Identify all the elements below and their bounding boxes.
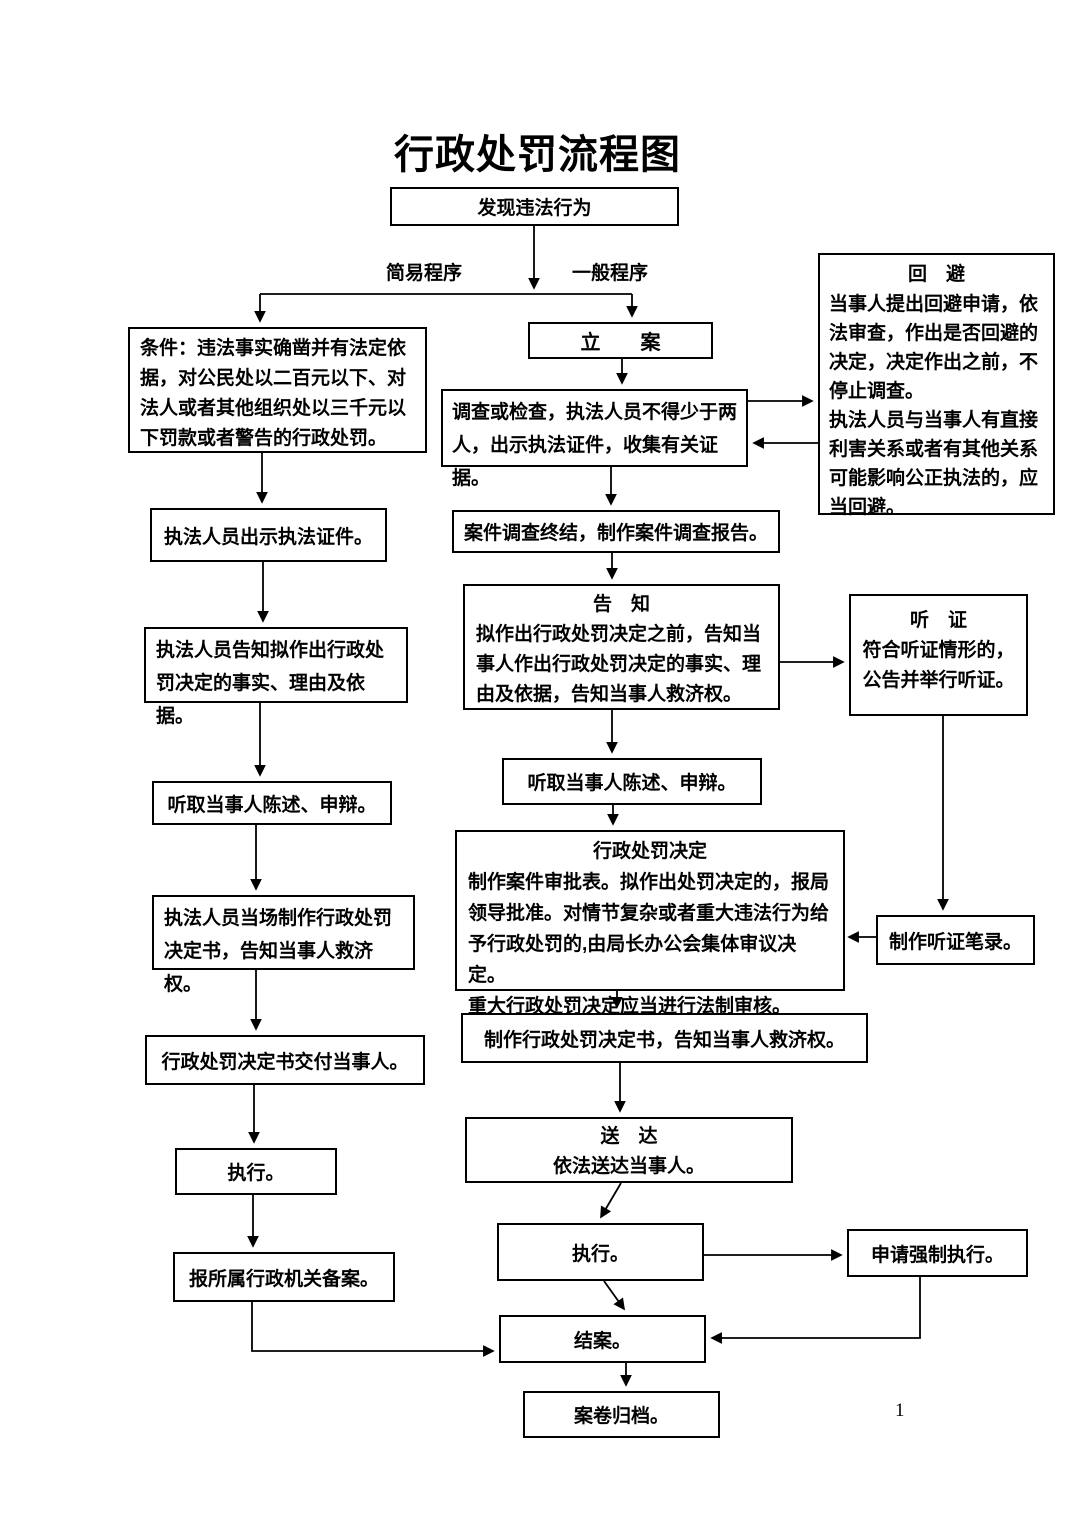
branch-label-general-procedure: 一般程序	[572, 263, 649, 284]
node-deliver-decision-simple-text: 行政处罚决定书交付当事人。	[161, 1051, 409, 1073]
node-make-decision-doc-text: 制作行政处罚决定书，告知当事人救济权。	[483, 1029, 845, 1051]
node-apply-forced-execution-text: 申请强制执行。	[870, 1244, 1004, 1266]
connector-record-filing-to-close	[251, 1302, 495, 1357]
node-recusal: 回 避 当事人提出回避申请，依 法审查，作出是否回避的 决定，决定作出之前，不 …	[818, 253, 1055, 518]
node-penalty-decision-title: 行政处罚决定	[592, 841, 707, 862]
node-execute-general: 执行。	[497, 1223, 704, 1281]
page-number: 1	[895, 1400, 905, 1421]
node-service-title: 送 达	[600, 1126, 658, 1147]
node-hearing-record: 制作听证笔录。	[876, 915, 1035, 965]
node-investigation-report: 案件调查终结，制作案件调查报告。	[452, 510, 780, 553]
page-title: 行政处罚流程图	[394, 133, 681, 177]
node-penalty-decision: 行政处罚决定 制作案件审批表。拟作出处罚决定的，报局 领导批准。对情节复杂或者重…	[455, 830, 845, 1017]
node-discover-violation: 发现违法行为	[390, 187, 679, 226]
connector-service-to-execute	[600, 1182, 622, 1219]
node-penalty-decision-body: 制作案件审批表。拟作出处罚决定的，报局 领导批准。对情节复杂或者重大违法行为给 …	[468, 872, 830, 1017]
node-archive-text: 案卷归档。	[573, 1406, 669, 1427]
node-hearing-body: 符合听证情形的， 公告并举行听证。	[862, 640, 1015, 691]
node-execute-simple: 执行。	[175, 1148, 337, 1195]
node-hearing: 听 证 符合听证情形的， 公告并举行听证。	[849, 594, 1028, 716]
node-discover-violation-text: 发现违法行为	[477, 198, 592, 219]
node-hear-statement-general-text: 听取当事人陈述、申辩。	[527, 773, 737, 794]
node-archive: 案卷归档。	[523, 1391, 720, 1438]
node-deliver-decision-simple: 行政处罚决定书交付当事人。	[145, 1035, 425, 1085]
branch-label-simple-procedure: 简易程序	[386, 263, 463, 284]
node-case-filing-text: 立 案	[580, 332, 661, 354]
node-recusal-title: 回 避	[907, 264, 965, 285]
node-show-credentials-text: 执法人员出示执法证件。	[163, 526, 373, 548]
node-hearing-title: 听 证	[909, 610, 967, 631]
node-notify-title: 告 知	[592, 594, 650, 615]
connector-forced-to-close	[710, 1277, 921, 1344]
node-notify: 告 知 拟作出行政处罚决定之前，告知当 事人作出行政处罚决定的事实、理 由及依据…	[463, 584, 780, 710]
node-execute-simple-text: 执行。	[227, 1163, 285, 1184]
node-case-filing: 立 案	[528, 322, 713, 359]
connector-execute-to-close	[603, 1280, 626, 1311]
node-notify-simple: 执法人员告知拟作出行政处 罚决定的事实、理由及依据。	[144, 627, 408, 727]
node-condition: 条件：违法事实确凿并有法定依 据，对公民处以二百元以下、对 法人或者其他组织处以…	[128, 327, 427, 453]
node-hear-statement-simple: 听取当事人陈述、申辩。	[152, 781, 392, 825]
node-file-for-record: 报所属行政机关备案。	[173, 1252, 395, 1302]
node-hear-statement-general: 听取当事人陈述、申辩。	[502, 758, 762, 805]
node-apply-forced-execution: 申请强制执行。	[847, 1229, 1028, 1277]
node-service-body: 依法送达当事人。	[552, 1156, 705, 1177]
node-investigate: 调查或检查，执法人员不得少于两 人，出示执法证件，收集有关证据。	[441, 389, 748, 489]
node-investigation-report-text: 案件调查终结，制作案件调查报告。	[463, 523, 768, 544]
node-notify-body: 拟作出行政处罚决定之前，告知当 事人作出行政处罚决定的事实、理 由及依据，告知当…	[476, 624, 762, 705]
node-file-for-record-text: 报所属行政机关备案。	[188, 1268, 379, 1290]
node-onspot-decision: 执法人员当场制作行政处罚 决定书，告知当事人救济权。	[152, 895, 415, 995]
node-hearing-record-text: 制作听证笔录。	[888, 931, 1022, 953]
node-hear-statement-simple-text: 听取当事人陈述、申辩。	[167, 794, 377, 816]
node-recusal-body: 当事人提出回避申请，依 法审查，作出是否回避的 决定，决定作出之前，不 停止调查…	[829, 294, 1039, 518]
node-close-case-text: 结案。	[573, 1330, 631, 1352]
node-show-credentials: 执法人员出示执法证件。	[150, 508, 387, 562]
node-execute-general-text: 执行。	[571, 1243, 629, 1265]
node-service: 送 达 依法送达当事人。	[465, 1117, 793, 1183]
node-close-case: 结案。	[499, 1315, 706, 1363]
node-make-decision-doc: 制作行政处罚决定书，告知当事人救济权。	[461, 1013, 868, 1063]
